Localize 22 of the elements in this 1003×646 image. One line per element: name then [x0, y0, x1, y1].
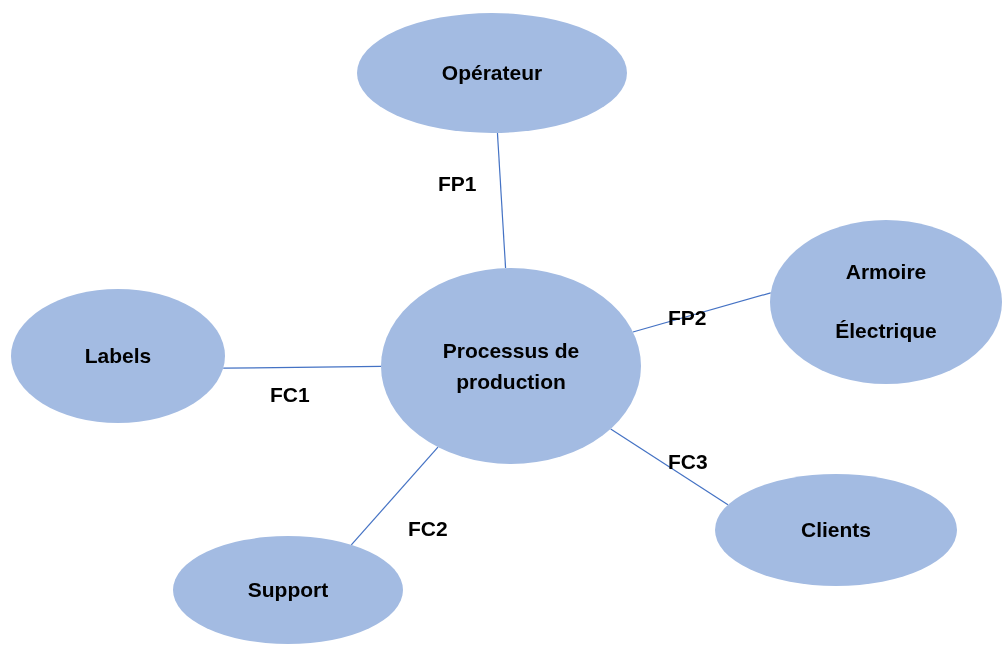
node-label: Opérateur [441, 60, 543, 87]
ellipse-node [357, 13, 627, 133]
connector-line [222, 365, 382, 369]
edge-label: FP1 [438, 172, 477, 196]
ellipse-node [381, 268, 641, 464]
edge-label: FC1 [270, 383, 310, 407]
node-label: Labels [84, 343, 152, 370]
ellipse-node [715, 474, 957, 586]
connector-line [610, 428, 729, 506]
ellipse-node [173, 536, 403, 644]
node-label: Armoire Électrique [834, 259, 938, 344]
node-label: Processus de production [441, 337, 581, 395]
node-label: Support [247, 577, 329, 604]
connector-line [632, 292, 772, 333]
connector-line [350, 446, 439, 546]
ellipse-node [11, 289, 225, 423]
edge-label: FC2 [408, 517, 448, 541]
edge-label: FP2 [668, 306, 707, 330]
connector-line [496, 132, 507, 269]
node-label: Clients [801, 517, 871, 544]
ellipse-node [770, 220, 1002, 384]
edge-label: FC3 [668, 450, 708, 474]
